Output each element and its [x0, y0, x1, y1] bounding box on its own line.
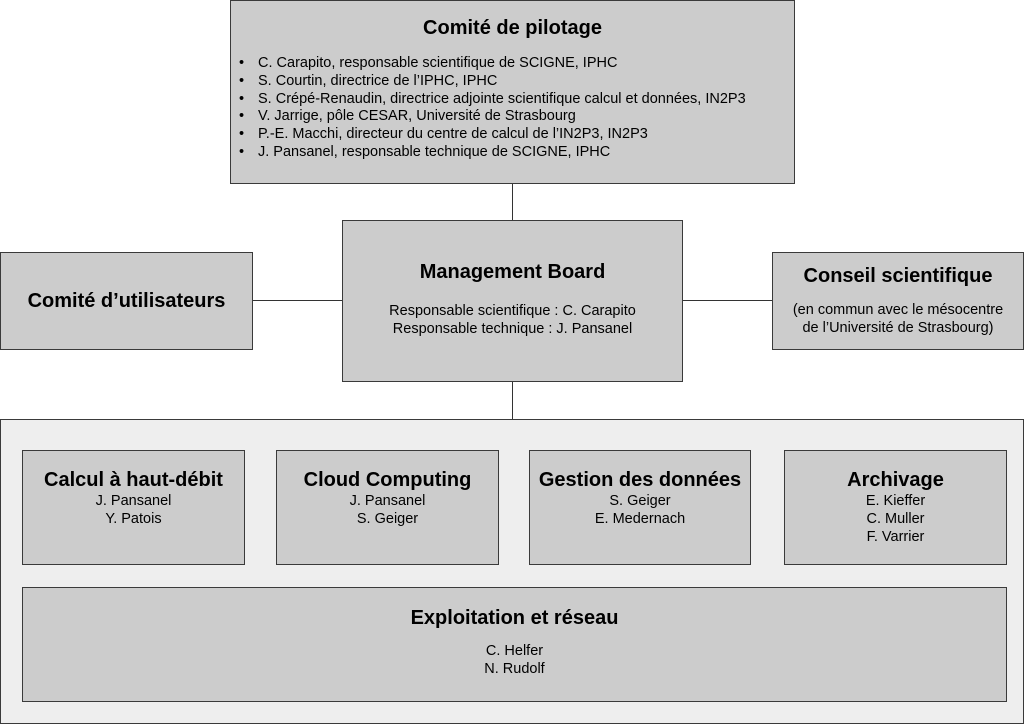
team-people: J. Pansanel S. Geiger — [277, 492, 498, 528]
team-member: E. Medernach — [594, 511, 686, 527]
users-committee-box: Comité d’utilisateurs — [0, 252, 253, 350]
team-member: S. Geiger — [609, 493, 671, 509]
steering-member: S. Crépé-Renaudin, directrice adjointe s… — [231, 91, 794, 109]
connector-steering-management — [512, 183, 513, 221]
scientific-council-note: (en commun avec le mésocentre de l’Unive… — [773, 301, 1023, 337]
team-title: Archivage — [847, 469, 944, 491]
operations-people: C. Helfer N. Rudolf — [23, 642, 1006, 678]
team-member: J. Pansanel — [95, 493, 172, 509]
operations-title: Exploitation et réseau — [410, 607, 619, 629]
team-member: C. Muller — [866, 511, 925, 527]
steering-members-list: C. Carapito, responsable scientifique de… — [231, 55, 794, 162]
team-box-hpc: Calcul à haut-débit J. Pansanel Y. Patoi… — [22, 450, 245, 565]
steering-member: S. Courtin, directrice de l’IPHC, IPHC — [231, 73, 794, 91]
team-member: C. Helfer — [485, 643, 544, 659]
management-scientific-lead: Responsable scientifique : C. Carapito — [389, 303, 636, 319]
scientific-council-title: Conseil scientifique — [803, 265, 993, 287]
steering-member: J. Pansanel, responsable technique de SC… — [231, 144, 794, 162]
connector-management-teams — [512, 381, 513, 420]
steering-member: C. Carapito, responsable scientifique de… — [231, 55, 794, 73]
team-title: Cloud Computing — [303, 469, 472, 491]
scientific-council-note-line: (en commun avec le mésocentre — [792, 302, 1004, 318]
connector-management-council — [682, 300, 773, 301]
steering-committee-title: Comité de pilotage — [423, 17, 602, 39]
management-board-title: Management Board — [419, 261, 606, 283]
team-people: J. Pansanel Y. Patois — [23, 492, 244, 528]
management-board-lines: Responsable scientifique : C. Carapito R… — [343, 302, 682, 338]
scientific-council-note-line: de l’Université de Strasbourg) — [802, 320, 994, 336]
users-committee-title: Comité d’utilisateurs — [27, 290, 226, 312]
team-box-cloud: Cloud Computing J. Pansanel S. Geiger — [276, 450, 499, 565]
operations-box: Exploitation et réseau C. Helfer N. Rudo… — [22, 587, 1007, 702]
team-people: S. Geiger E. Medernach — [530, 492, 750, 528]
team-member: S. Geiger — [356, 511, 419, 527]
connector-users-management — [252, 300, 343, 301]
management-board-box: Management Board Responsable scientifiqu… — [342, 220, 683, 382]
team-member: J. Pansanel — [349, 493, 426, 509]
team-member: E. Kieffer — [865, 493, 926, 509]
team-box-data: Gestion des données S. Geiger E. Mederna… — [529, 450, 751, 565]
team-member: Y. Patois — [105, 511, 162, 527]
team-box-archive: Archivage E. Kieffer C. Muller F. Varrie… — [784, 450, 1007, 565]
steering-committee-box: Comité de pilotage C. Carapito, responsa… — [230, 0, 795, 184]
team-title: Calcul à haut-débit — [44, 469, 223, 491]
team-people: E. Kieffer C. Muller F. Varrier — [785, 492, 1006, 546]
team-member: N. Rudolf — [484, 661, 545, 677]
management-technical-lead: Responsable technique : J. Pansanel — [392, 321, 633, 337]
team-title: Gestion des données — [538, 469, 742, 491]
steering-member: V. Jarrige, pôle CESAR, Université de St… — [231, 108, 794, 126]
scientific-council-box: Conseil scientifique (en commun avec le … — [772, 252, 1024, 350]
steering-member: P.-E. Macchi, directeur du centre de cal… — [231, 126, 794, 144]
team-member: F. Varrier — [866, 529, 925, 545]
